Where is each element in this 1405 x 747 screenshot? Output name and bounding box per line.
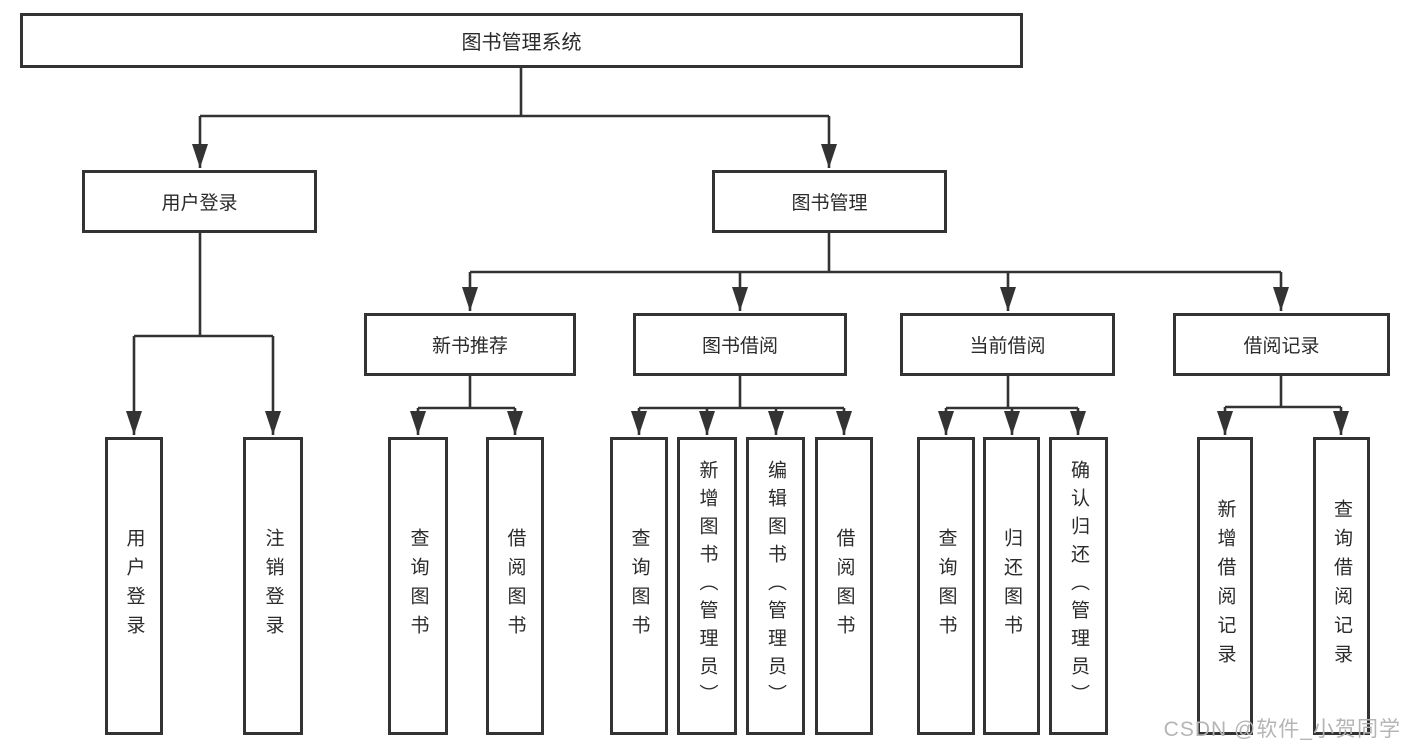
node-current-borrow: 当前借阅 [900,313,1115,376]
node-user-login: 用户登录 [82,170,317,233]
leaf-edit-books-admin-label: 编辑图书（管理员） [765,460,786,712]
leaf-logout-label: 注销登录 [262,528,284,644]
node-book-management-label: 图书管理 [791,193,868,214]
leaf-query-books-current: 查询图书 [917,437,975,735]
leaf-confirm-return-admin: 确认归还（管理员） [1049,437,1108,735]
leaf-borrow-books-recommend-label: 借阅图书 [504,528,526,644]
leaf-add-borrow-record: 新增借阅记录 [1197,437,1253,735]
leaf-query-borrow-record-label: 查询借阅记录 [1331,499,1352,673]
leaf-confirm-return-admin-label: 确认归还（管理员） [1068,460,1089,712]
leaf-edit-books-admin: 编辑图书（管理员） [746,437,805,735]
leaf-logout: 注销登录 [243,437,303,735]
leaf-return-books-label: 归还图书 [1001,528,1022,644]
csdn-watermark: CSDN @软件_小贺同学 [1163,718,1401,741]
leaf-query-books-recommend-label: 查询图书 [407,528,429,644]
node-book-management: 图书管理 [712,170,947,233]
node-new-book-recommend: 新书推荐 [364,313,576,376]
leaf-query-borrow-record: 查询借阅记录 [1313,437,1370,735]
node-borrow-records-label: 借阅记录 [1243,336,1320,357]
leaf-query-books-current-label: 查询图书 [935,528,957,644]
leaf-borrow-books: 借阅图书 [815,437,873,735]
leaf-user-login: 用户登录 [105,437,163,735]
leaf-borrow-books-recommend: 借阅图书 [486,437,544,735]
node-book-borrow-label: 图书借阅 [701,336,778,357]
leaf-query-books-borrow-label: 查询图书 [628,528,650,644]
node-borrow-records: 借阅记录 [1173,313,1390,376]
node-root-system: 图书管理系统 [20,13,1023,68]
leaf-query-books-recommend: 查询图书 [388,437,448,735]
leaf-query-books-borrow: 查询图书 [610,437,668,735]
node-new-book-recommend-label: 新书推荐 [431,336,508,357]
leaf-add-borrow-record-label: 新增借阅记录 [1214,499,1236,673]
leaf-add-books-admin: 新增图书（管理员） [677,437,737,735]
leaf-user-login-label: 用户登录 [123,528,145,644]
leaf-add-books-admin-label: 新增图书（管理员） [696,460,718,712]
node-user-login-label: 用户登录 [161,193,238,214]
leaf-return-books: 归还图书 [983,437,1040,735]
node-book-borrow: 图书借阅 [633,313,847,376]
leaf-borrow-books-label: 借阅图书 [833,528,855,644]
node-root-system-label: 图书管理系统 [461,32,582,54]
node-current-borrow-label: 当前借阅 [969,336,1046,357]
